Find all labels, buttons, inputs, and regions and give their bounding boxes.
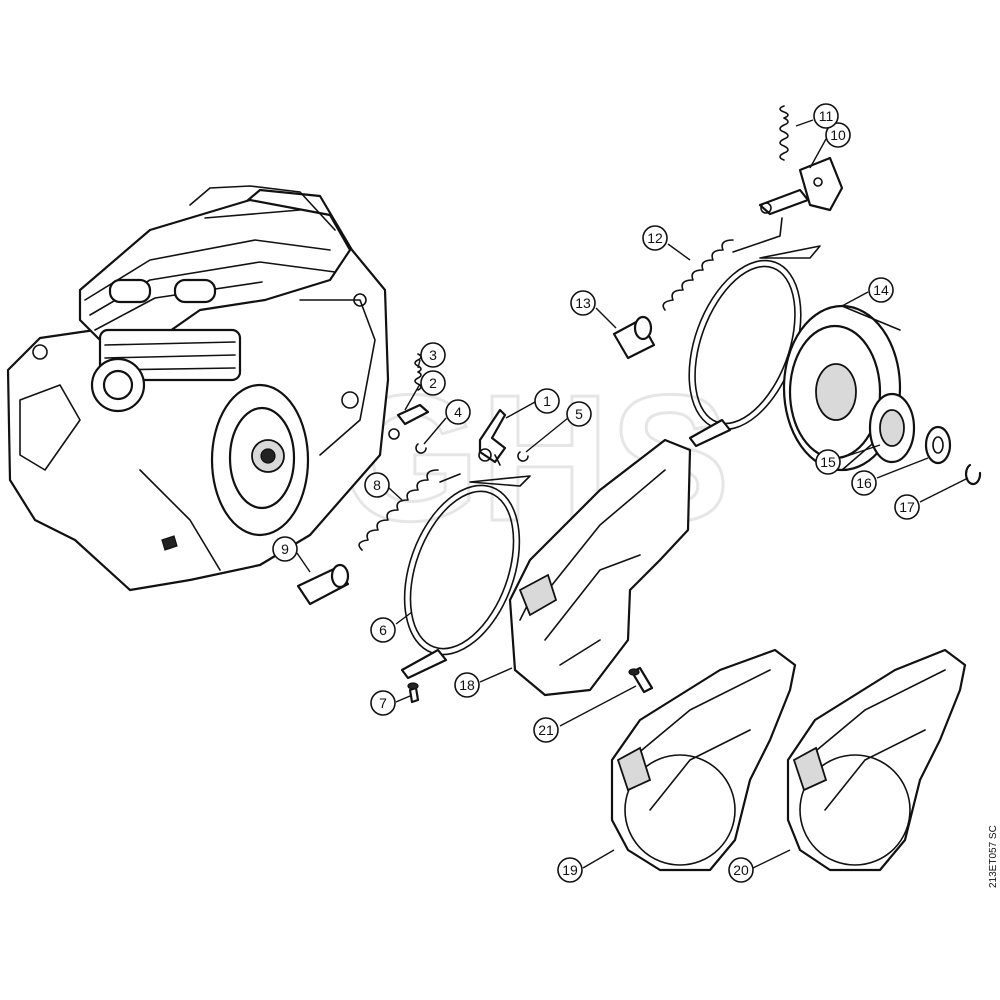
spring-part-11 bbox=[779, 105, 789, 161]
callout-20: 20 bbox=[728, 857, 754, 883]
washer-part-16 bbox=[924, 425, 952, 465]
callout-13: 13 bbox=[570, 290, 596, 316]
leader-lines bbox=[296, 119, 969, 869]
e-clip-part-17 bbox=[964, 463, 982, 486]
callout-14: 14 bbox=[868, 277, 894, 303]
rim-sprocket-part-15 bbox=[868, 392, 916, 464]
svg-text:2: 2 bbox=[429, 375, 437, 391]
callout-11: 11 bbox=[813, 103, 839, 129]
callout-21: 21 bbox=[533, 717, 559, 743]
svg-text:1: 1 bbox=[543, 393, 551, 409]
callout-5: 5 bbox=[566, 401, 592, 427]
svg-text:6: 6 bbox=[379, 622, 387, 638]
drawing-code: 213ET057 SC bbox=[988, 825, 999, 888]
svg-text:15: 15 bbox=[820, 454, 836, 470]
sprocket-cover-part-19 bbox=[610, 648, 797, 872]
engine-crankcase bbox=[6, 185, 390, 592]
lever-part-2 bbox=[388, 403, 430, 440]
svg-text:11: 11 bbox=[819, 108, 834, 124]
svg-text:4: 4 bbox=[454, 404, 462, 420]
sleeve-part-9 bbox=[296, 563, 350, 606]
callout-7: 7 bbox=[370, 690, 396, 716]
svg-text:18: 18 bbox=[459, 677, 475, 693]
brake-band-part-6 bbox=[400, 475, 531, 680]
svg-text:12: 12 bbox=[647, 230, 663, 246]
callouts: 1 2 3 4 5 6 7 8 9 10 11 12 13 14 15 16 1… bbox=[272, 103, 920, 883]
callout-10: 10 bbox=[825, 122, 851, 148]
svg-text:10: 10 bbox=[830, 127, 846, 143]
brake-lever-part-1 bbox=[478, 408, 507, 466]
sprocket-cover-part-18 bbox=[508, 438, 692, 697]
callout-9: 9 bbox=[272, 536, 298, 562]
sleeve-part-13 bbox=[612, 315, 656, 360]
callout-12: 12 bbox=[642, 225, 668, 251]
callout-19: 19 bbox=[557, 857, 583, 883]
callout-2: 2 bbox=[420, 370, 446, 396]
tension-spring-part-8 bbox=[358, 469, 461, 551]
callout-3: 3 bbox=[420, 342, 446, 368]
callout-16: 16 bbox=[851, 470, 877, 496]
callout-15: 15 bbox=[815, 449, 841, 475]
svg-text:20: 20 bbox=[733, 862, 749, 878]
svg-text:14: 14 bbox=[873, 282, 889, 298]
svg-text:5: 5 bbox=[575, 406, 583, 422]
svg-text:17: 17 bbox=[899, 499, 915, 515]
clip-part-5 bbox=[517, 451, 529, 462]
e-clip-part-4 bbox=[415, 443, 427, 454]
callout-8: 8 bbox=[364, 472, 390, 498]
svg-text:7: 7 bbox=[379, 695, 387, 711]
svg-text:8: 8 bbox=[373, 477, 381, 493]
lever-assembly-part-10 bbox=[758, 156, 844, 216]
svg-text:3: 3 bbox=[429, 347, 437, 363]
svg-text:16: 16 bbox=[856, 475, 872, 491]
callout-17: 17 bbox=[894, 494, 920, 520]
callout-18: 18 bbox=[454, 672, 480, 698]
spring-part-12 bbox=[662, 217, 783, 311]
screw-part-21 bbox=[628, 666, 654, 694]
callout-4: 4 bbox=[445, 399, 471, 425]
svg-text:13: 13 bbox=[575, 295, 591, 311]
callout-1: 1 bbox=[534, 388, 560, 414]
callout-6: 6 bbox=[370, 617, 396, 643]
svg-text:9: 9 bbox=[281, 541, 289, 557]
sprocket-cover-part-20 bbox=[786, 648, 967, 872]
screw-part-7 bbox=[407, 682, 420, 704]
svg-text:21: 21 bbox=[538, 722, 554, 738]
svg-text:19: 19 bbox=[562, 862, 578, 878]
